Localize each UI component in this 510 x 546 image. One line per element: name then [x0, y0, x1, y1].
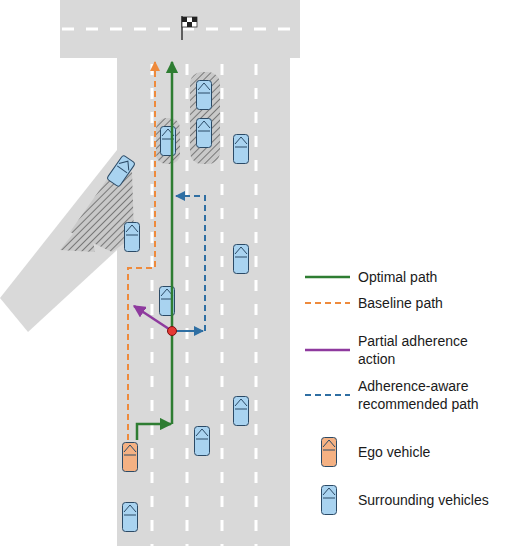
- lane-divider: [151, 64, 154, 546]
- ego-vehicle: [123, 443, 138, 472]
- flag-cloth: [182, 17, 197, 27]
- flag-check: [182, 17, 187, 22]
- flag-check: [192, 17, 197, 22]
- main-road: [117, 56, 290, 546]
- hatched-zone: [60, 215, 95, 252]
- baseline-path: [128, 62, 155, 440]
- flag-check: [187, 22, 192, 27]
- adherence-aware-path: [176, 196, 205, 331]
- cross-road: [60, 0, 300, 58]
- lane-dividers: [152, 64, 256, 546]
- legend-line-sample: [305, 394, 350, 396]
- lane-divider: [186, 64, 189, 546]
- legend-vehicle-sample: [322, 438, 337, 467]
- legend-line-sample: [305, 276, 350, 279]
- legend-label: Partial adherence action: [358, 332, 506, 368]
- optimal-path: [137, 424, 171, 440]
- hatched-zone: [156, 118, 180, 164]
- vehicle: [195, 427, 210, 456]
- vehicle: [197, 119, 212, 148]
- lane-divider: [255, 64, 258, 546]
- legend-line-sample: [305, 349, 350, 352]
- legend-label: Baseline path: [358, 294, 506, 312]
- vehicle: [123, 503, 138, 532]
- vehicle: [197, 81, 212, 110]
- vehicle: [234, 397, 249, 426]
- legend-label: Surrounding vehicles: [358, 491, 506, 509]
- vehicle: [234, 135, 249, 164]
- legend-label: Ego vehicle: [358, 443, 506, 461]
- vehicle: [107, 155, 136, 187]
- finish-flag: [182, 16, 197, 40]
- lane-divider: [221, 64, 224, 546]
- legend-vehicle-sample: [322, 486, 337, 515]
- vehicle: [125, 223, 140, 252]
- center-line: [62, 28, 298, 31]
- legend-label: Adherence-aware recommended path: [358, 377, 506, 413]
- optimal-path: [171, 62, 174, 424]
- decision-point: [168, 327, 177, 336]
- vehicle: [234, 245, 249, 274]
- partial-adherence-action: [134, 306, 172, 331]
- legend-line-sample: [305, 302, 350, 304]
- hatched-zone: [190, 72, 220, 164]
- legend-label: Optimal path: [358, 268, 506, 286]
